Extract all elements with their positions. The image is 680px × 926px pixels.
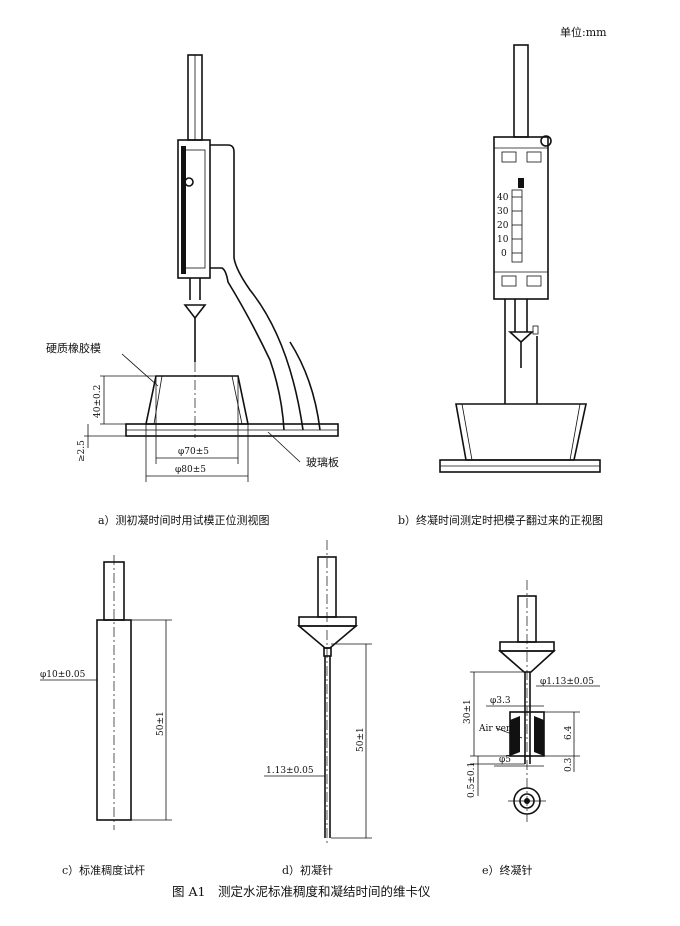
caption-e: e）终凝针 xyxy=(482,863,533,877)
callout-air-vent: Air vent xyxy=(478,724,516,734)
callout-glass-plate: 玻璃板 xyxy=(306,455,339,469)
dim-e-tip-dia: φ1.13±0.05 xyxy=(540,677,594,687)
dim-c-len: 50±1 xyxy=(156,711,166,736)
caption-b: b）终凝时间测定时把模子翻过来的正视图 xyxy=(398,513,603,527)
scale-number: 0 xyxy=(501,249,507,259)
inverted-mold xyxy=(455,403,587,461)
dim-e-gap: 0.5±0.1 xyxy=(467,762,477,798)
unit-label: 单位:mm xyxy=(560,25,607,39)
dim-e-h2: 0.3 xyxy=(564,757,574,772)
caption-a: a）测初凝时间时用试模正位测视图 xyxy=(98,513,270,527)
caption-d: d）初凝针 xyxy=(282,863,333,877)
rubber-mold xyxy=(145,375,249,425)
scale-number: 40 xyxy=(497,193,509,203)
dim-a-top-dia: φ70±5 xyxy=(178,447,209,457)
dim-c-dia: φ10±0.05 xyxy=(40,670,86,680)
dim-e-outer-dia: φ5 xyxy=(499,755,511,765)
pointer xyxy=(518,178,524,188)
dim-a-thickness: ≥2.5 xyxy=(77,440,87,462)
dim-e-inner-dia: φ3.3 xyxy=(490,696,511,706)
caption-c: c）标准稠度试杆 xyxy=(62,863,145,877)
lock-knob-icon xyxy=(540,135,552,147)
screw-icon xyxy=(532,325,539,335)
scale-frame xyxy=(177,139,211,279)
needle-cone xyxy=(296,625,359,649)
graduated-scale xyxy=(511,189,523,263)
callout-rubber-mold: 硬质橡胶模 xyxy=(46,341,101,355)
dim-e-len: 30±1 xyxy=(463,699,473,724)
figure-a-initial-setting-view: 硬质橡胶模 玻璃板 40±0.2 ≥2.5 φ70±5 φ80±5 a）测初凝时… xyxy=(46,54,339,527)
figure-b-final-setting-view: 40 30 20 10 0 b）终凝时间测定时把模子翻过来的正视图 xyxy=(398,44,603,527)
figure-c-consistency-rod: 50±1 φ10±0.05 c）标准稠度试杆 xyxy=(40,555,172,877)
needle-cone xyxy=(497,650,557,673)
figure-title: 图 A1 测定水泥标准稠度和凝结时间的维卡仪 xyxy=(172,884,431,899)
dim-d-dia: 1.13±0.05 xyxy=(266,766,314,776)
needle-holder-cone xyxy=(183,304,207,320)
plunger-rod xyxy=(513,44,529,138)
figure-e-final-needle: φ1.13±0.05 φ3.3 30±1 0.5±0.1 φ5 6.4 0.3 … xyxy=(463,580,600,877)
set-screw-icon xyxy=(184,177,194,187)
dim-a-height: 40±0.2 xyxy=(93,385,103,418)
scale-number: 10 xyxy=(497,235,509,245)
scale-number: 30 xyxy=(497,207,509,217)
dim-a-bottom-dia: φ80±5 xyxy=(175,465,206,475)
figure-d-initial-needle: 50±1 1.13±0.05 d）初凝针 xyxy=(264,540,372,877)
scale-box xyxy=(493,136,549,300)
dim-e-h1: 6.4 xyxy=(564,725,574,740)
scale-number: 20 xyxy=(497,221,509,231)
dim-d-len: 50±1 xyxy=(356,727,366,752)
